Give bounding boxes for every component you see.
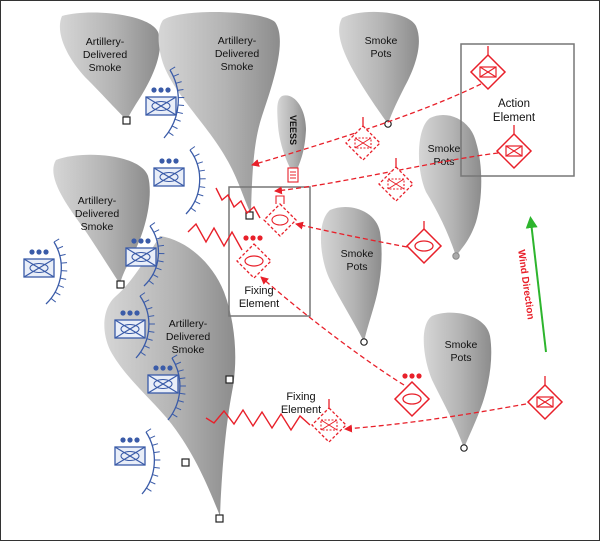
smoke-pot-marker bbox=[361, 339, 367, 345]
smoke-pots-label: Smoke bbox=[428, 143, 461, 155]
fixing-element-label: Fixing bbox=[244, 285, 273, 297]
smoke-pots-label: Pots bbox=[433, 156, 454, 168]
smoke-label-line: Artillery- bbox=[78, 195, 117, 207]
smoke-pots-label: Smoke bbox=[365, 35, 398, 47]
smoke-pots-label: Smoke bbox=[445, 339, 478, 351]
veess-vehicle-icon bbox=[288, 168, 298, 182]
smoke-label-line: Delivered bbox=[75, 208, 120, 220]
smoke-label-line: Delivered bbox=[215, 48, 260, 60]
smoke-label-line: Smoke bbox=[221, 61, 254, 73]
fixing-element-label: Element bbox=[281, 404, 321, 416]
arc-tick bbox=[61, 263, 67, 264]
smoke-impact-marker bbox=[226, 376, 233, 383]
smoke-impact-marker bbox=[117, 281, 124, 288]
smoke-label-line: Delivered bbox=[83, 49, 128, 61]
smoke-pots-label: Pots bbox=[346, 261, 367, 273]
smoke-impact-marker bbox=[216, 515, 223, 522]
smoke-label-line: Smoke bbox=[81, 221, 114, 233]
smoke-label-line: Artillery- bbox=[86, 36, 125, 48]
smoke-pots-label: Smoke bbox=[341, 248, 374, 260]
fixing-element-label: Element bbox=[239, 298, 279, 310]
arc-tick bbox=[178, 105, 184, 106]
smoke-pots-label: Pots bbox=[370, 48, 391, 60]
smoke-label-line: Smoke bbox=[89, 62, 122, 74]
fixing-element-label: Fixing bbox=[286, 391, 315, 403]
smoke-label-line: Delivered bbox=[166, 331, 211, 343]
smoke-impact-marker bbox=[182, 459, 189, 466]
veess-label: VEESS bbox=[288, 115, 298, 145]
smoke-label-line: Smoke bbox=[172, 344, 205, 356]
action-element-label: Element bbox=[493, 112, 536, 124]
action-element-label: Action bbox=[498, 98, 530, 110]
smoke-label-line: Artillery- bbox=[169, 318, 208, 330]
smoke-pot-marker bbox=[453, 253, 459, 259]
smoke-impact-marker bbox=[123, 117, 130, 124]
smoke-pots-label: Pots bbox=[450, 352, 471, 364]
smoke-pot-marker bbox=[461, 445, 467, 451]
smoke-label-line: Artillery- bbox=[218, 35, 257, 47]
